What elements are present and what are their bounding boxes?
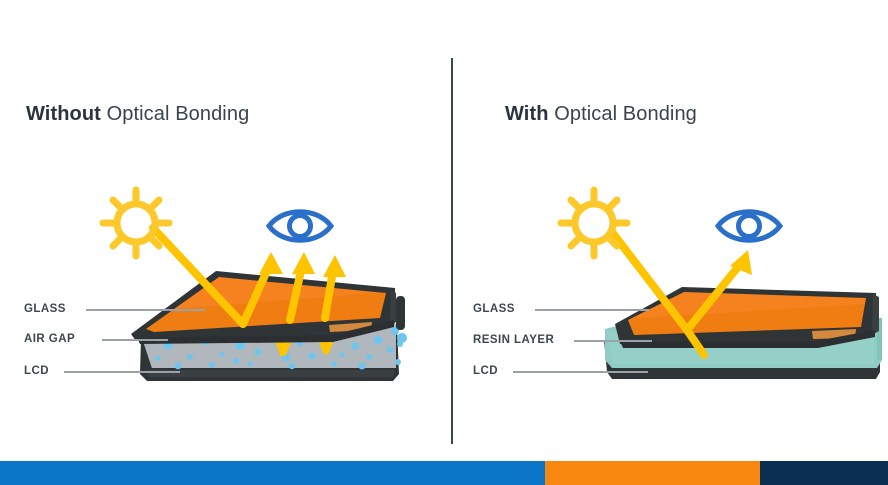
left-label-glass: GLASS xyxy=(24,303,66,315)
left-label-air-gap: AIR GAP xyxy=(24,333,76,345)
panel-right-title-light: Optical Bonding xyxy=(548,103,697,125)
bar-segment-blue xyxy=(0,461,545,485)
panel-without-optical-bonding: Without Optical Bonding xyxy=(0,0,452,455)
panel-left-title: Without Optical Bonding xyxy=(26,102,249,126)
sun-icon xyxy=(557,186,631,260)
left-panel-side-nub xyxy=(396,296,407,343)
left-reflected-ray-arrowheads xyxy=(259,252,346,277)
eye-icon xyxy=(714,209,784,243)
right-label-glass: GLASS xyxy=(473,303,515,315)
left-diagram-artwork xyxy=(99,186,407,381)
right-leader-resin-layer xyxy=(574,340,652,342)
right-leader-lcd xyxy=(513,371,648,373)
right-diagram-artwork xyxy=(557,186,882,379)
right-reflected-ray-arrowhead xyxy=(730,250,752,275)
right-glass-layer xyxy=(615,287,879,348)
left-leader-air-gap xyxy=(102,339,168,341)
panel-left-title-strong: Without xyxy=(26,103,101,125)
left-label-lcd: LCD xyxy=(24,365,49,377)
bottom-accent-bar xyxy=(0,461,888,485)
sun-icon xyxy=(99,186,173,260)
left-leader-lcd xyxy=(64,371,180,373)
right-reflected-light-ray xyxy=(683,258,746,334)
eye-icon xyxy=(265,209,335,243)
left-leader-glass xyxy=(86,309,205,311)
right-incoming-light-ray xyxy=(608,228,708,359)
right-label-resin-layer: RESIN LAYER xyxy=(473,334,555,346)
left-incoming-light-ray xyxy=(149,224,247,328)
panel-divider xyxy=(451,58,453,444)
bar-segment-orange xyxy=(545,461,760,485)
panel-left-title-light: Optical Bonding xyxy=(100,103,250,125)
panel-right-title-strong: With xyxy=(505,103,549,125)
panel-with-optical-bonding: With Optical Bonding xyxy=(452,0,888,455)
bar-segment-navy xyxy=(760,461,888,485)
right-label-lcd: LCD xyxy=(473,365,498,377)
panel-right-title: With Optical Bonding xyxy=(505,102,697,126)
right-leader-glass xyxy=(535,309,649,311)
